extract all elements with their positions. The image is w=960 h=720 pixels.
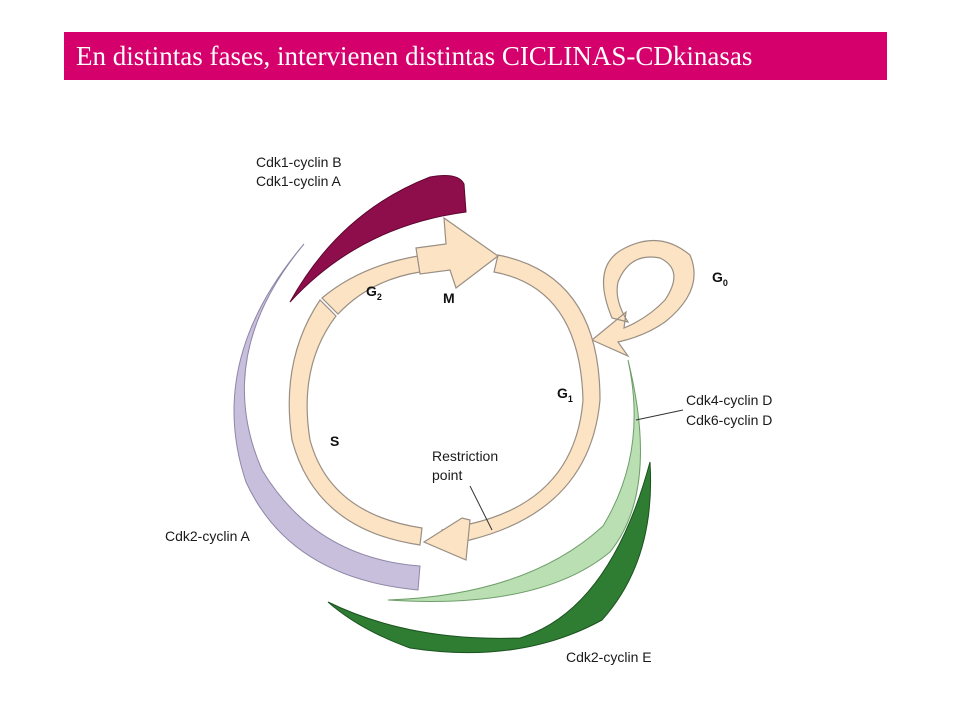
phase-s-label: S <box>330 433 339 449</box>
slide-title: En distintas fases, intervienen distinta… <box>76 40 753 71</box>
phase-g2-label: G2 <box>366 283 382 302</box>
ring-g1-segment <box>439 254 601 545</box>
label-cdk2-cyclin-a: Cdk2-cyclin A <box>165 528 250 544</box>
cyclin-a2-band <box>233 243 421 591</box>
phase-m-label: M <box>443 290 455 306</box>
ring-m-arrow <box>415 216 500 289</box>
cyclin-b-band <box>289 175 467 303</box>
phase-g0-label: G0 <box>712 269 728 288</box>
label-cdk6-cyclin-d: Cdk6-cyclin D <box>686 412 772 428</box>
cyclin-d-connector <box>635 409 684 421</box>
title-bar: En distintas fases, intervienen distinta… <box>64 32 887 80</box>
label-restriction: Restriction <box>432 448 498 464</box>
cyclin-d-band <box>387 359 641 602</box>
cyclin-e-band <box>327 461 652 654</box>
restriction-connector <box>469 485 493 531</box>
label-cdk1-cyclin-a: Cdk1-cyclin A <box>256 173 341 189</box>
label-cdk4-cyclin-d: Cdk4-cyclin D <box>686 392 772 408</box>
label-cdk2-cyclin-e: Cdk2-cyclin E <box>566 649 652 665</box>
g0-loop <box>590 239 695 358</box>
cycle-ring <box>288 216 601 561</box>
ring-bottom-arrow <box>422 517 471 561</box>
phase-g1-label: G1 <box>557 385 573 404</box>
label-restriction-point: point <box>432 467 462 483</box>
ring-s-segment <box>288 299 423 546</box>
label-cdk1-cyclin-b: Cdk1-cyclin B <box>256 154 342 170</box>
